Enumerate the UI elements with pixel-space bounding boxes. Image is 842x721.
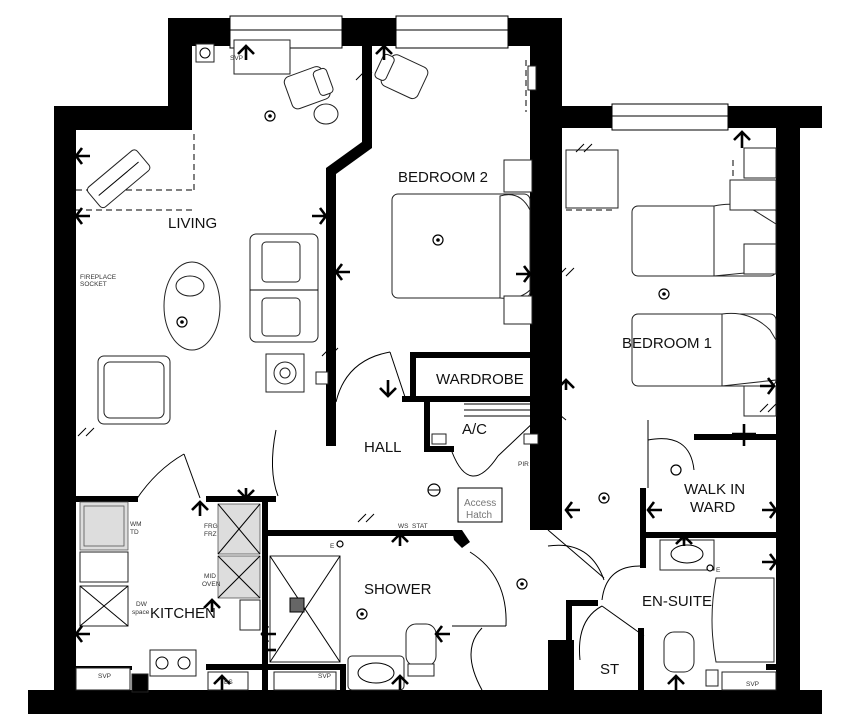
- note-space: space: [132, 609, 150, 616]
- note-hatch: Hatch: [466, 510, 492, 521]
- note-svp-shower: SVP: [318, 673, 331, 680]
- exterior-walls: [28, 18, 822, 714]
- label-ac: A/C: [462, 421, 487, 438]
- shower-fixtures: [269, 555, 437, 691]
- label-wardrobe: WARDROBE: [436, 371, 524, 388]
- fixture-arrows: [74, 44, 778, 690]
- note-ws: WS: [398, 523, 409, 530]
- label-kitchen: KITCHEN: [150, 605, 216, 622]
- note-frg: FRG: [204, 523, 218, 530]
- room-labels: LIVING BEDROOM 2 BEDROOM 1 WARDROBE A/C …: [150, 169, 745, 678]
- door-swings: [135, 351, 695, 691]
- label-hall: HALL: [364, 439, 402, 456]
- note-wm: WM: [130, 521, 142, 528]
- note-bs: BS: [224, 679, 233, 686]
- ceiling-lights: [176, 110, 714, 620]
- note-oven: OVEN: [202, 581, 221, 588]
- label-walk-in: WALK IN: [684, 481, 745, 498]
- living-furniture: [86, 39, 429, 425]
- bedroom2-furniture: [391, 159, 533, 325]
- access-hatch: [457, 487, 503, 523]
- kitchen-fixtures: [75, 501, 261, 693]
- bedroom1-furniture: [565, 147, 777, 417]
- label-st: ST: [600, 661, 619, 678]
- label-living: LIVING: [168, 215, 217, 232]
- ac-cupboard: [431, 403, 539, 445]
- label-en-suite: EN-SUITE: [642, 593, 712, 610]
- socket-symbols: [77, 43, 777, 523]
- note-access: Access: [464, 498, 496, 509]
- label-shower: SHOWER: [364, 581, 432, 598]
- note-td: TD: [130, 529, 139, 536]
- ensuite-fixtures: [659, 539, 777, 691]
- note-svp-living: SVP: [230, 55, 243, 62]
- note-socket: SOCKET: [80, 281, 107, 288]
- label-bedroom-1: BEDROOM 1: [622, 335, 712, 352]
- note-mid: MID: [204, 573, 216, 580]
- note-fireplace: FIREPLACE: [80, 274, 117, 281]
- note-svp-kitchen: SVP: [98, 673, 111, 680]
- note-svp-ensuite: SVP: [746, 681, 759, 688]
- annotations: FIREPLACE SOCKET Access Hatch SVP SVP SV…: [80, 55, 759, 688]
- note-frz: FRZ: [204, 531, 217, 538]
- note-pir: PIR: [518, 461, 529, 468]
- label-bedroom-2: BEDROOM 2: [398, 169, 488, 186]
- note-e1: E: [330, 543, 335, 550]
- note-dw: DW: [136, 601, 148, 608]
- interior-walls: [74, 44, 780, 696]
- note-e2: E: [716, 567, 721, 574]
- note-stat: STAT: [412, 523, 428, 530]
- label-ward: WARD: [690, 499, 735, 516]
